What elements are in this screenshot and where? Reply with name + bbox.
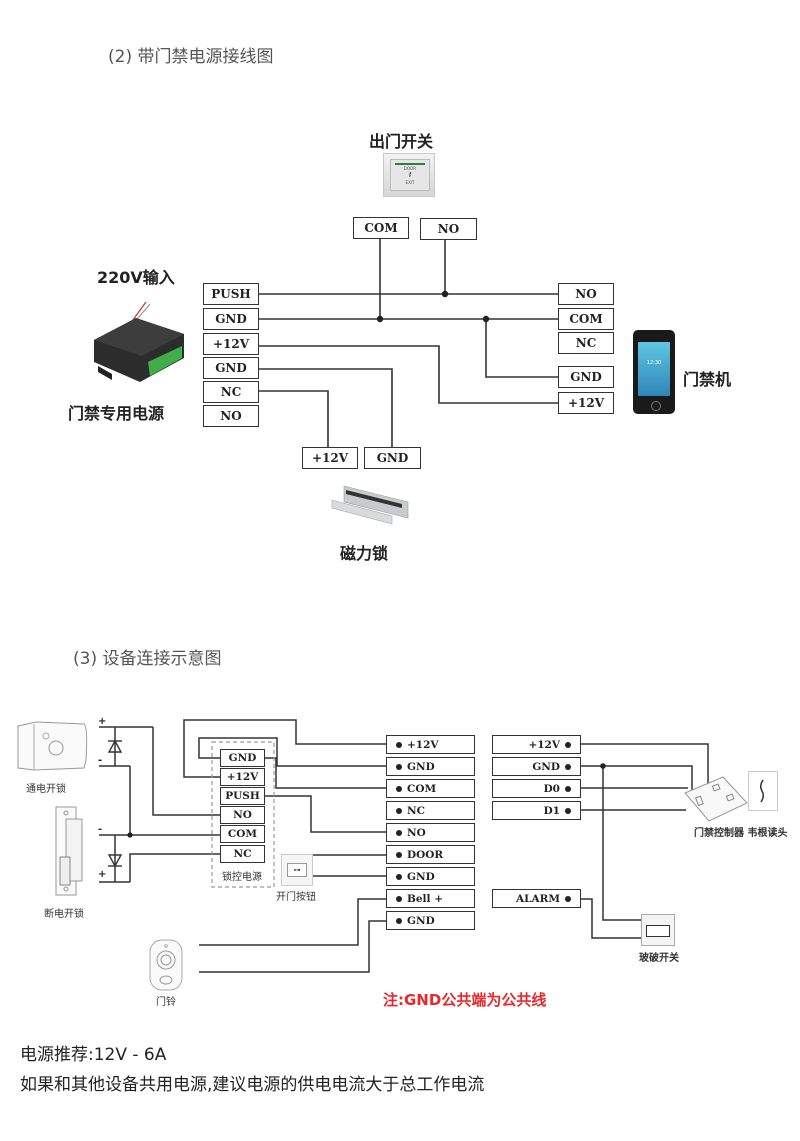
psu-no-terminal: NO: [203, 405, 259, 427]
device-gnd-terminal: GND: [558, 366, 614, 388]
center-com-terminal: COM: [386, 779, 475, 798]
lockpower-no-terminal: NO: [220, 806, 265, 824]
device-12v-terminal: +12V: [558, 392, 614, 414]
fail-safe-lock-icon: [52, 805, 86, 901]
lock-power-label: 锁控电源: [222, 872, 262, 883]
right-gnd-terminal: GND: [492, 757, 581, 776]
lockpower-nc-terminal: NC: [220, 845, 265, 863]
door-text: DOOR: [403, 166, 417, 171]
lock1-minus: -: [98, 755, 103, 766]
gnd-note: 注:GND公共端为公共线: [383, 991, 547, 1009]
exit-text: EXIT: [405, 180, 415, 185]
controller-label: 门禁控制器 韦根读头: [694, 828, 788, 839]
exit-switch-icon: DOOR ⚷ EXIT: [383, 153, 435, 197]
exit-button-icon: ⊶: [281, 854, 313, 886]
key-icon: ⚷: [407, 171, 413, 178]
glass-break-label: 玻破开关: [639, 953, 679, 964]
psu-nc-terminal: NC: [203, 381, 259, 403]
lock2-plus: +: [98, 869, 107, 880]
diode-icons: [107, 739, 123, 868]
psu-push-terminal: PUSH: [203, 283, 259, 305]
exit-switch-label: 出门开关: [369, 132, 434, 151]
center-gnd2-terminal: GND: [386, 867, 475, 886]
fail-secure-lock-label: 通电开锁: [26, 784, 66, 795]
glass-break-icon: [641, 914, 675, 946]
mag-lock-label: 磁力锁: [340, 544, 389, 563]
right-d1-terminal: D1: [492, 801, 581, 820]
center-no-terminal: NO: [386, 823, 475, 842]
center-gnd-terminal: GND: [386, 757, 475, 776]
device-com-terminal: COM: [558, 308, 614, 330]
section3-title: (3) 设备连接示意图: [73, 649, 222, 669]
center-nc-terminal: NC: [386, 801, 475, 820]
device-screen-time: 12:30: [646, 360, 662, 366]
alarm-terminal: ALARM: [492, 889, 581, 908]
lockpower-com-terminal: COM: [220, 825, 265, 843]
power-supply-icon: [88, 300, 188, 390]
device-nc-terminal: NC: [558, 332, 614, 354]
center-bell-terminal: Bell +: [386, 889, 475, 908]
center-gnd3-terminal: GND: [386, 911, 475, 930]
right-12v-terminal: +12V: [492, 735, 581, 754]
access-device-icon: 12:30: [633, 330, 675, 414]
psu-gnd2-terminal: GND: [203, 357, 259, 379]
exit-button-label: 开门按钮: [276, 892, 316, 903]
mag-lock-icon: [330, 482, 410, 530]
right-d0-terminal: D0: [492, 779, 581, 798]
exit-switch-no-terminal: NO: [420, 218, 477, 240]
psu-gnd-terminal: GND: [203, 308, 259, 330]
lockpower-12v-terminal: +12V: [220, 768, 265, 786]
access-device-label: 门禁机: [683, 370, 732, 389]
psu-12v-terminal: +12V: [203, 333, 259, 355]
wiegand-reader-icon: [748, 771, 778, 811]
doorbell-icon: [148, 938, 184, 996]
section2-wiring: [259, 239, 558, 447]
device-no-terminal: NO: [558, 283, 614, 305]
center-door-terminal: DOOR: [386, 845, 475, 864]
power-recommendation: 电源推荐:12V - 6A: [20, 1045, 167, 1065]
power-supply-label: 门禁专用电源: [68, 404, 165, 423]
lockpower-push-terminal: PUSH: [220, 787, 265, 805]
section2-title: (2) 带门禁电源接线图: [108, 47, 274, 67]
maglock-gnd-terminal: GND: [364, 447, 421, 469]
lock1-plus: +: [98, 716, 107, 727]
exit-switch-com-terminal: COM: [353, 217, 409, 239]
maglock-12v-terminal: +12V: [302, 447, 358, 469]
lockpower-gnd-terminal: GND: [220, 749, 265, 767]
power-advice: 如果和其他设备共用电源,建议电源的供电电流大于总工作电流: [20, 1075, 485, 1095]
lock2-minus: -: [98, 824, 103, 835]
fail-secure-lock-icon: [14, 720, 90, 776]
center-12v-terminal: +12V: [386, 735, 475, 754]
controller-board-icon: [683, 775, 749, 827]
power-input-label: 220V输入: [97, 268, 175, 287]
fail-safe-lock-label: 断电开锁: [44, 909, 84, 920]
doorbell-label: 门铃: [156, 997, 176, 1008]
